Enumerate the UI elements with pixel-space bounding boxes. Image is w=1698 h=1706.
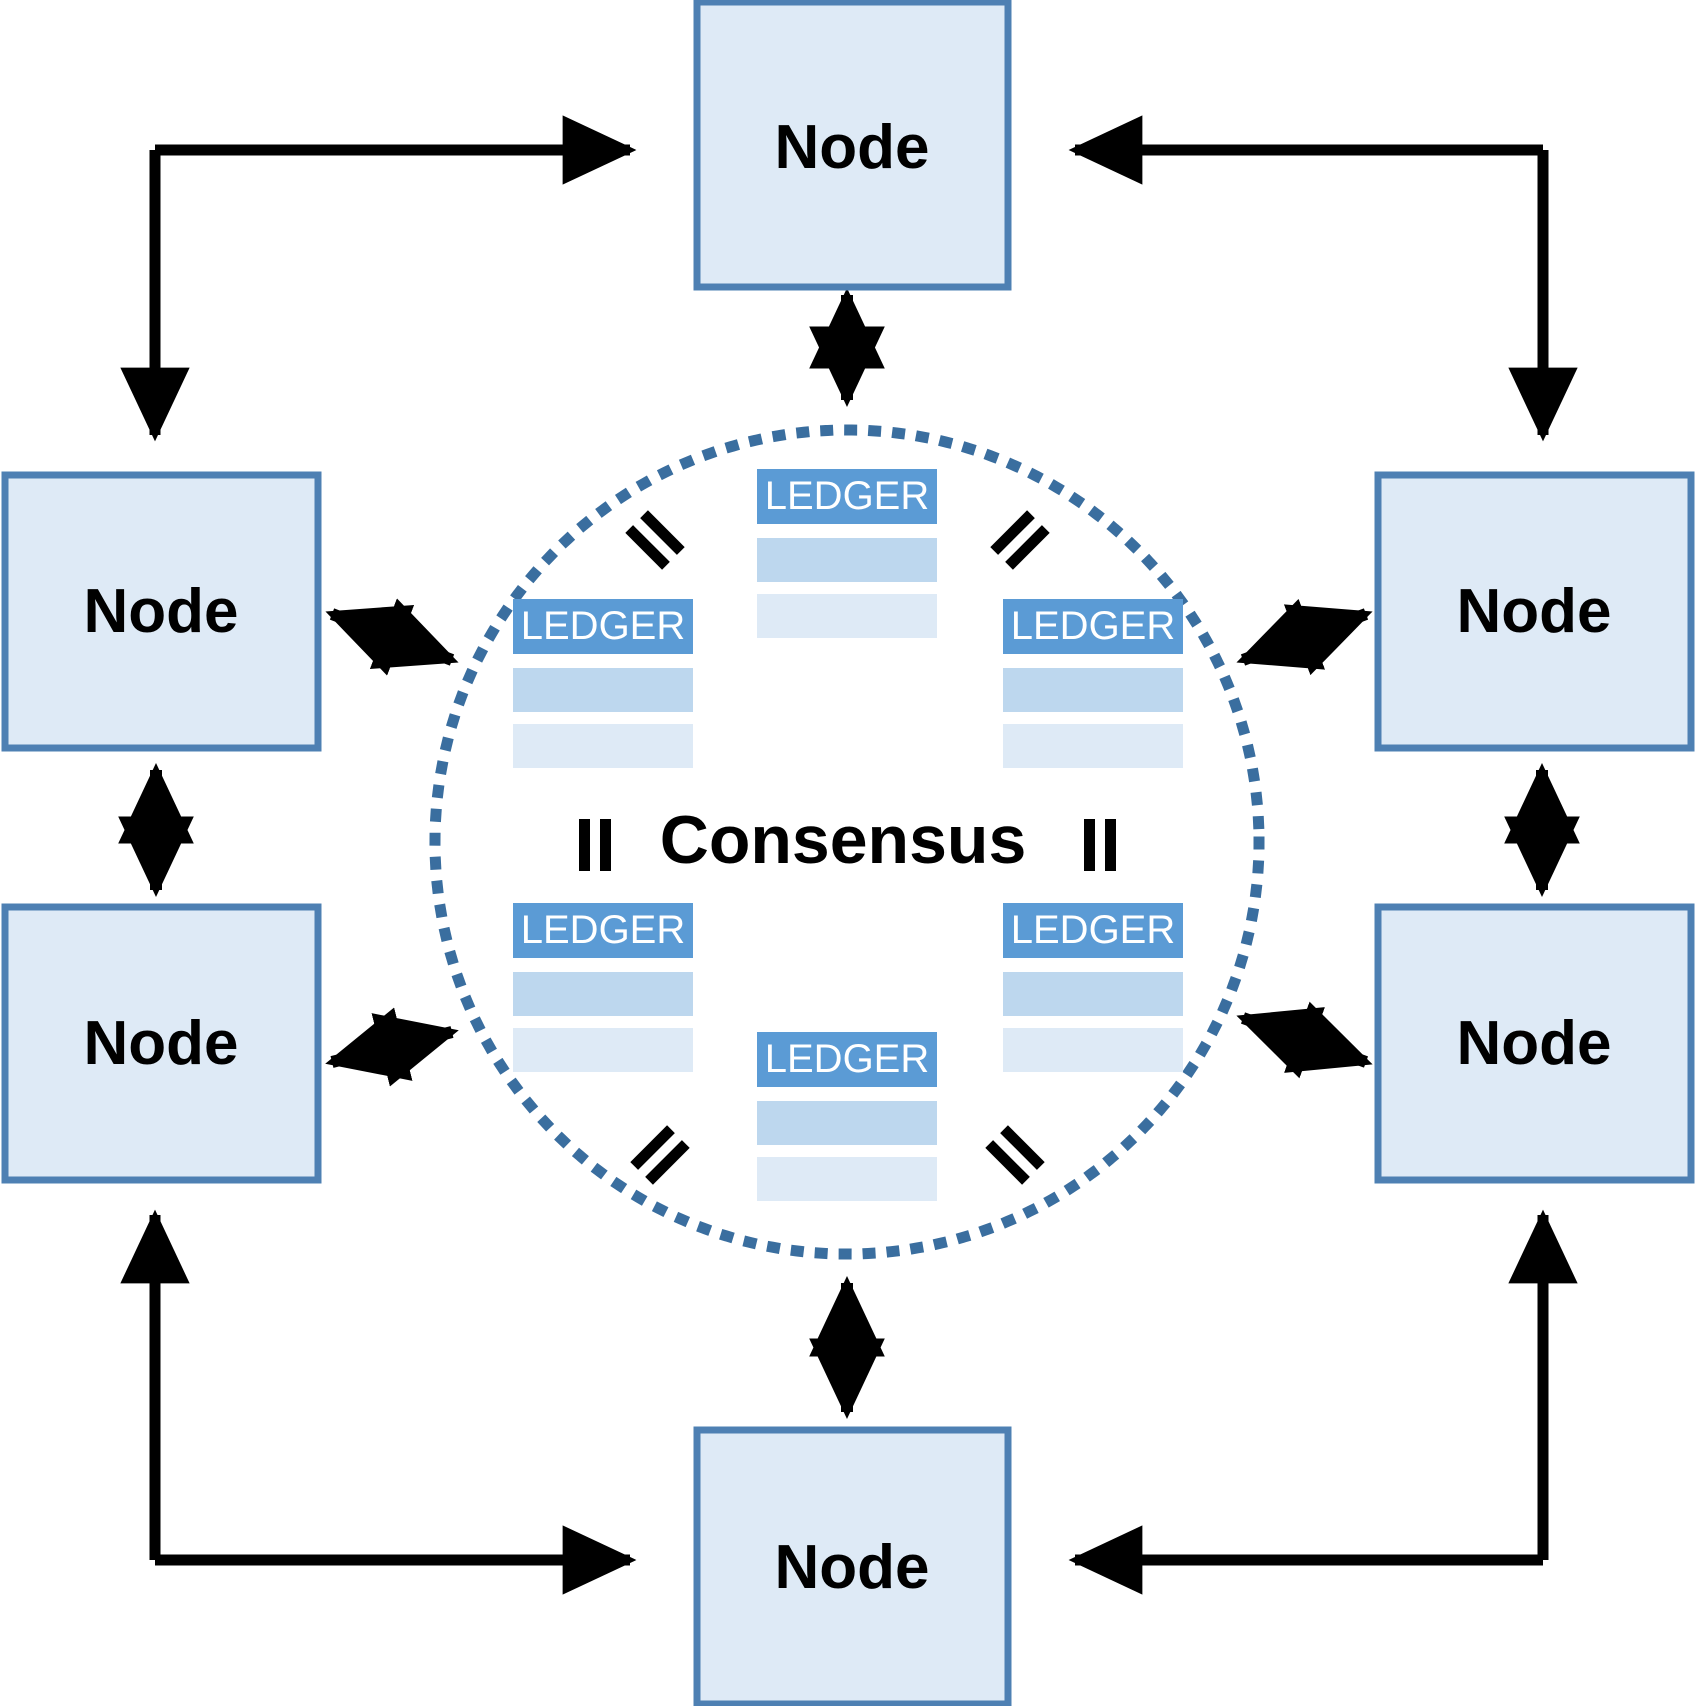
node-right-lower[interactable]: Node	[1374, 903, 1695, 1184]
equals-mark-middle-right	[1084, 819, 1116, 871]
node-box[interactable]	[693, 0, 1012, 291]
node-left-upper[interactable]: Node	[1, 471, 322, 752]
ledger-header-label: LEDGER	[521, 908, 686, 952]
equals-mark-bottom-left	[630, 1125, 690, 1185]
node-box[interactable]	[693, 1426, 1012, 1706]
equals-mark-top-right	[990, 510, 1050, 570]
connection-node-left-lower-to-consensus	[325, 1007, 459, 1087]
ledger-header	[1003, 599, 1183, 654]
ledger-stack-upper-left: LEDGER	[513, 599, 693, 768]
ledger-header-label: LEDGER	[765, 474, 930, 518]
connection-node-right-upper-to-consensus	[1236, 598, 1373, 676]
ledger-row-2	[757, 1157, 937, 1201]
ledger-row-1	[757, 538, 937, 582]
ledger-row-2	[513, 1028, 693, 1072]
node-box[interactable]	[1374, 903, 1695, 1184]
node-box[interactable]	[1, 903, 322, 1184]
ledger-row-2	[1003, 1028, 1183, 1072]
node-bottom[interactable]: Node	[693, 1426, 1012, 1706]
ledger-stack-upper-right: LEDGER	[1003, 599, 1183, 768]
ledger-row-1	[513, 668, 693, 712]
connection-node-right-lower-to-consensus	[1236, 1001, 1373, 1079]
consensus-label: Consensus	[660, 802, 1027, 878]
equals-mark-bottom-right	[985, 1125, 1045, 1185]
ledger-header	[757, 469, 937, 524]
node-top[interactable]: Node	[693, 0, 1012, 291]
node-box[interactable]	[1, 471, 322, 752]
ledger-row-1	[757, 1101, 937, 1145]
node-box[interactable]	[1374, 471, 1695, 752]
ledger-stack-lower-left: LEDGER	[513, 903, 693, 1072]
node-label: Node	[1457, 1009, 1612, 1078]
ledger-header-label: LEDGER	[1011, 908, 1176, 952]
connection-node-left-upper-to-consensus	[325, 598, 459, 676]
node-left-lower[interactable]: Node	[1, 903, 322, 1184]
ledger-stack-lower-right: LEDGER	[1003, 903, 1183, 1072]
ledger-row-1	[1003, 972, 1183, 1016]
ledger-header-label: LEDGER	[1011, 604, 1176, 648]
node-label: Node	[775, 113, 930, 182]
node-label: Node	[84, 577, 239, 646]
ledger-header	[757, 1032, 937, 1087]
ledger-stack-bottom: LEDGER	[757, 1032, 937, 1201]
node-label: Node	[775, 1533, 930, 1602]
ledger-stack-top: LEDGER	[757, 469, 937, 638]
equals-mark-middle-left	[579, 819, 611, 871]
equals-mark-top-left	[625, 510, 685, 570]
node-label: Node	[84, 1009, 239, 1078]
node-right-upper[interactable]: Node	[1374, 471, 1695, 752]
ledger-row-2	[513, 724, 693, 768]
ledger-row-2	[757, 594, 937, 638]
ledger-header-label: LEDGER	[521, 604, 686, 648]
ledger-header-label: LEDGER	[765, 1037, 930, 1081]
ledger-row-1	[1003, 668, 1183, 712]
consensus-circle	[429, 424, 1265, 1260]
ledger-row-1	[513, 972, 693, 1016]
node-label: Node	[1457, 577, 1612, 646]
ledger-row-2	[1003, 724, 1183, 768]
ledger-header	[1003, 903, 1183, 958]
ledger-header	[513, 599, 693, 654]
ledger-header	[513, 903, 693, 958]
